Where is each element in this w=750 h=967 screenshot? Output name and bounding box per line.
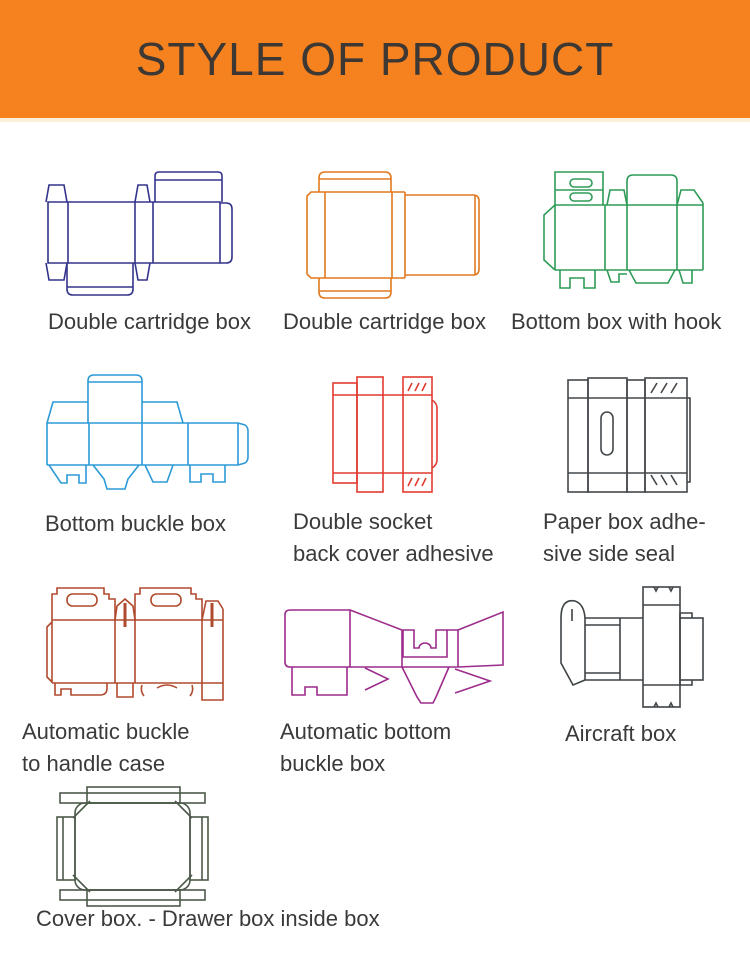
header-banner: STYLE OF PRODUCT — [0, 0, 750, 122]
item-label-double-cartridge-box-2: Double cartridge box — [283, 309, 487, 334]
item-label-double-socket: Double socket back cover adhesive — [293, 509, 494, 566]
dieline-aircraft-box — [560, 586, 704, 708]
item-label-cover-box-drawer-box: Cover box. - Drawer box inside box — [36, 906, 380, 931]
dieline-cover-box-drawer-box — [56, 786, 209, 907]
dieline-double-socket-back-cover-adhesive — [332, 376, 438, 493]
item-label-bottom-buckle-box: Bottom buckle box — [45, 511, 226, 536]
dieline-double-cartridge-box-2 — [306, 171, 480, 299]
dieline-bottom-box-with-hook — [543, 171, 704, 289]
item-label-automatic-bottom: Automatic bottom buckle box — [280, 719, 452, 776]
dieline-bottom-buckle-box — [46, 374, 249, 490]
item-label-double-cartridge-box-1: Double cartridge box — [48, 309, 252, 334]
item-label-automatic-buckle: Automatic buckle to handle case — [22, 719, 190, 776]
item-label-paper-box-adhesive: Paper box adhe- sive side seal — [543, 509, 706, 566]
dieline-automatic-buckle-to-handle-case — [46, 587, 224, 701]
dieline-paper-box-adhesive-side-seal — [567, 377, 691, 493]
dieline-double-cartridge-box-1 — [45, 171, 233, 296]
item-label-bottom-box-with-hook: Bottom box with hook — [511, 309, 722, 334]
page-title: STYLE OF PRODUCT — [135, 33, 615, 85]
item-label-aircraft-box: Aircraft box — [565, 721, 677, 746]
dieline-automatic-bottom-buckle-box — [284, 609, 504, 704]
